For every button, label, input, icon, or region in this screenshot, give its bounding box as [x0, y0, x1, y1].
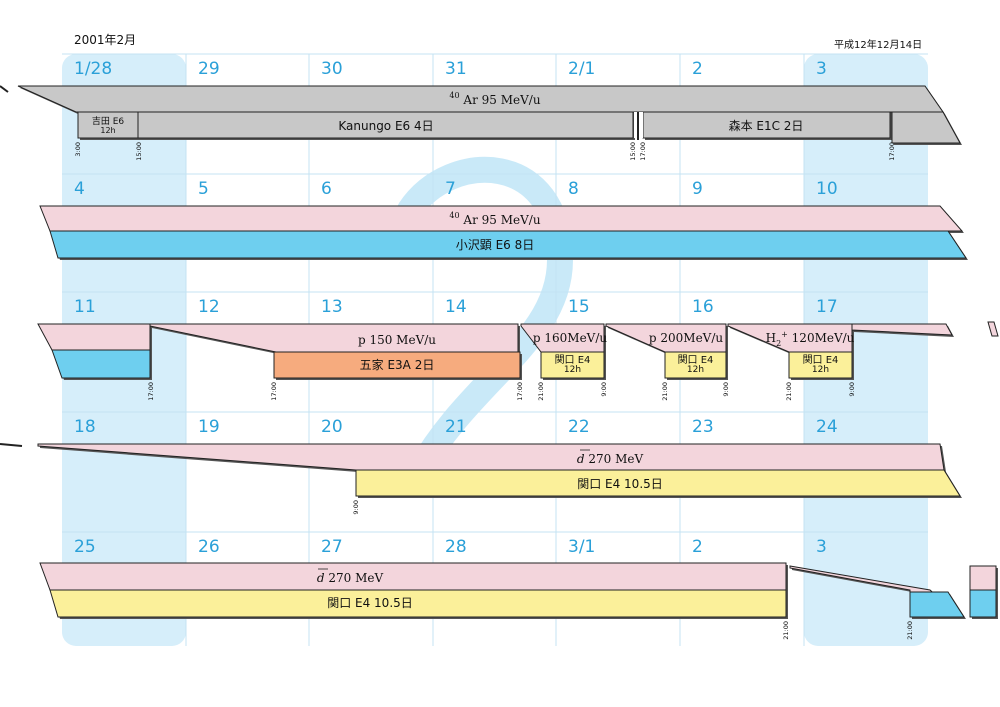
- experiment-bar: [355, 469, 961, 497]
- experiment-label: 小沢顕 E6 8日: [456, 238, 534, 252]
- day-number: 2: [692, 537, 703, 557]
- day-number: 8: [568, 179, 579, 199]
- experiment-bar: [788, 351, 853, 379]
- time-label: 9:00: [722, 382, 730, 397]
- issue-date: 平成12年12月14日: [834, 40, 923, 51]
- time-label: 21:00: [661, 382, 669, 401]
- beam-label: d 270 MeV: [317, 571, 384, 585]
- beam-label: H2+ 120MeV/u: [766, 330, 855, 348]
- experiment-bar: [891, 111, 961, 144]
- beam-label: 40 Ar 95 MeV/u: [449, 91, 540, 107]
- carry-mark: [0, 85, 9, 93]
- day-number: 4: [74, 179, 85, 199]
- experiment-bar: [273, 351, 521, 379]
- day-number: 5: [198, 179, 209, 199]
- day-number: 18: [74, 417, 96, 437]
- day-number: 23: [692, 417, 714, 437]
- experiment-bar: [664, 351, 727, 379]
- day-number: 15: [568, 297, 590, 317]
- day-number: 27: [321, 537, 343, 557]
- experiment-bar: [540, 351, 605, 379]
- experiment-label: 森本 E1C 2日: [729, 118, 804, 133]
- experiment-label: 関口 E4: [678, 354, 714, 366]
- experiment-label: 関口 E4: [803, 354, 839, 366]
- month-label: 2001年2月: [74, 33, 137, 47]
- time-label: 9:00: [600, 382, 608, 397]
- time-label: 3:00: [74, 142, 82, 157]
- experiment-sub: 12h: [687, 365, 704, 375]
- experiment-bar: [49, 230, 967, 259]
- day-number: 7: [445, 179, 456, 199]
- beam-bar: [37, 323, 151, 351]
- beam-label: 40 Ar 95 MeV/u: [449, 211, 540, 227]
- experiment-bar: [51, 349, 151, 379]
- day-number: 14: [445, 297, 467, 317]
- day-number: 6: [321, 179, 332, 199]
- experiment-bar: [909, 591, 965, 618]
- time-label: 21:00: [906, 621, 914, 640]
- beam-label: p 150 MeV/u: [358, 333, 436, 347]
- beam-continuation: [987, 321, 999, 337]
- day-number: 9: [692, 179, 703, 199]
- day-number: 20: [321, 417, 343, 437]
- experiment-label: 関口 E4 10.5日: [577, 477, 663, 491]
- day-number: 10: [816, 179, 838, 199]
- time-label: 17:00: [639, 142, 647, 161]
- time-label: 17:00: [516, 382, 524, 401]
- experiment-label: 関口 E4 10.5日: [327, 596, 413, 610]
- beam-label: p 160MeV/u: [533, 331, 607, 345]
- day-number: 2: [692, 59, 703, 79]
- day-number: 12: [198, 297, 220, 317]
- time-label: 21:00: [537, 382, 545, 401]
- time-label: 17:00: [147, 382, 155, 401]
- beam-bar: [39, 205, 964, 232]
- beam-bar: [969, 565, 997, 591]
- time-label: 15:00: [135, 142, 143, 161]
- day-number: 3: [816, 537, 827, 557]
- carry-mark: [0, 443, 23, 447]
- day-number: 16: [692, 297, 714, 317]
- day-number: 29: [198, 59, 220, 79]
- day-number: 21: [445, 417, 467, 437]
- experiment-bar: [137, 111, 634, 139]
- day-number: 13: [321, 297, 343, 317]
- day-number: 25: [74, 537, 96, 557]
- day-number: 17: [816, 297, 838, 317]
- day-number: 31: [445, 59, 467, 79]
- experiment-bar: [49, 589, 787, 618]
- experiment-sub: 12h: [812, 365, 829, 375]
- time-label: 17:00: [270, 382, 278, 401]
- beam-bar: [851, 323, 953, 336]
- day-number: 3: [816, 59, 827, 79]
- time-label: 17:00: [888, 142, 896, 161]
- day-number: 22: [568, 417, 590, 437]
- day-number: 26: [198, 537, 220, 557]
- experiment-sub: 12h: [100, 126, 115, 135]
- day-number: 24: [816, 417, 838, 437]
- experiment-bar: [969, 589, 997, 618]
- day-number: 11: [74, 297, 96, 317]
- beam-label: d 270 MeV: [577, 452, 644, 466]
- experiment-label: Kanungo E6 4日: [338, 119, 433, 133]
- day-number: 1/28: [74, 59, 112, 79]
- experiment-sub: 12h: [564, 365, 581, 375]
- time-label: 15:00: [629, 142, 637, 161]
- beam-label: p 200MeV/u: [649, 331, 723, 345]
- experiment-label: 五家 E3A 2日: [360, 357, 435, 372]
- experiment-label: 吉田 E6: [92, 116, 125, 127]
- time-label: 9:00: [352, 500, 360, 515]
- beam-bar: [39, 562, 787, 591]
- experiment-label: 関口 E4: [555, 354, 591, 366]
- day-number: 19: [198, 417, 220, 437]
- time-label: 9:00: [848, 382, 856, 397]
- time-label: 21:00: [785, 382, 793, 401]
- day-number: 30: [321, 59, 343, 79]
- day-number: 3/1: [568, 537, 595, 557]
- day-number: 28: [445, 537, 467, 557]
- day-number: 2/1: [568, 59, 595, 79]
- time-label: 21:00: [782, 621, 790, 640]
